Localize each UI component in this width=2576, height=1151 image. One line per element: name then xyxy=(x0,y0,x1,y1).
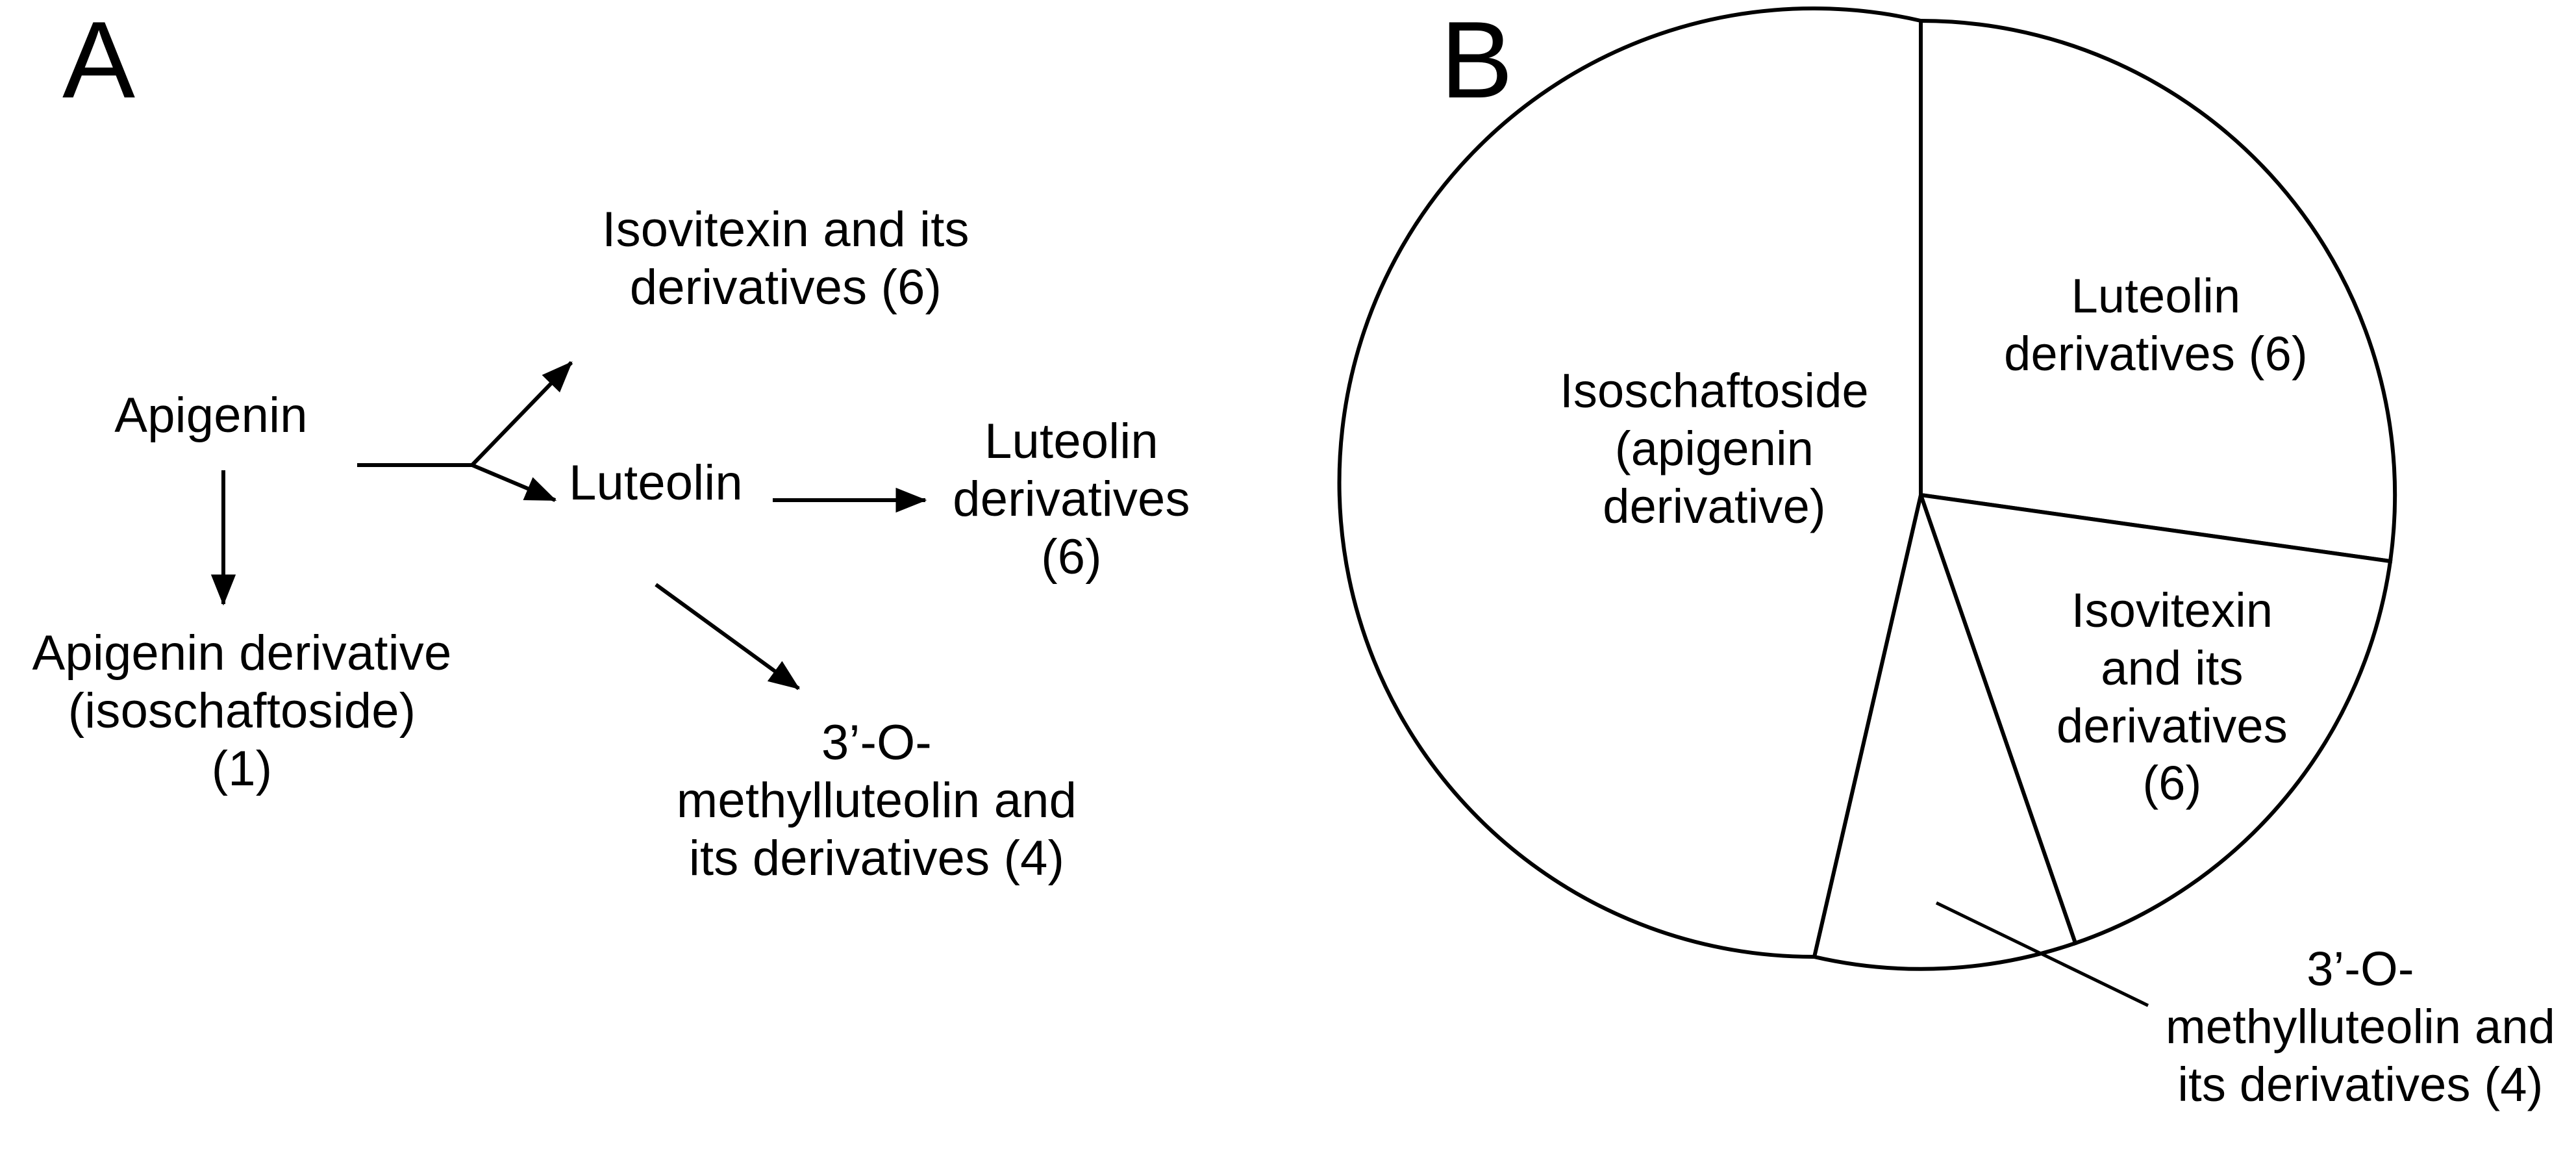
edge-apigenin-to-luteolin xyxy=(471,463,557,502)
pie-label-luteolin-derivatives: Luteolin derivatives (6) xyxy=(2004,269,2308,381)
edge-luteolin-to-methylluteolin xyxy=(655,583,800,690)
edge-apigenin-to-isovitexin xyxy=(470,360,573,467)
pie-label-methylluteolin-derivatives: 3’-O- methylluteolin and its derivatives… xyxy=(2165,942,2556,1111)
node-apigenin: Apigenin xyxy=(114,388,308,443)
pie-leader-line-methylluteolin xyxy=(1935,901,2149,1007)
node-apigenin-derivative-isoschaftoside: Apigenin derivative (isoschaftoside) (1) xyxy=(32,626,452,796)
node-luteolin: Luteolin xyxy=(569,455,743,511)
panel-a-letter: A xyxy=(62,0,136,121)
node-isovitexin-derivatives: Isovitexin and its derivatives (6) xyxy=(602,202,969,315)
pie-label-isoschaftoside: Isoschaftoside (apigenin derivative) xyxy=(1560,364,1869,533)
node-methylluteolin-derivatives: 3’-O- methylluteolin and its derivatives… xyxy=(676,715,1077,886)
node-luteolin-derivatives: Luteolin derivatives (6) xyxy=(953,414,1190,585)
panel-b-letter: B xyxy=(1440,0,1514,121)
pie-label-isovitexin-derivatives: Isovitexin and its derivatives (6) xyxy=(2057,583,2288,811)
